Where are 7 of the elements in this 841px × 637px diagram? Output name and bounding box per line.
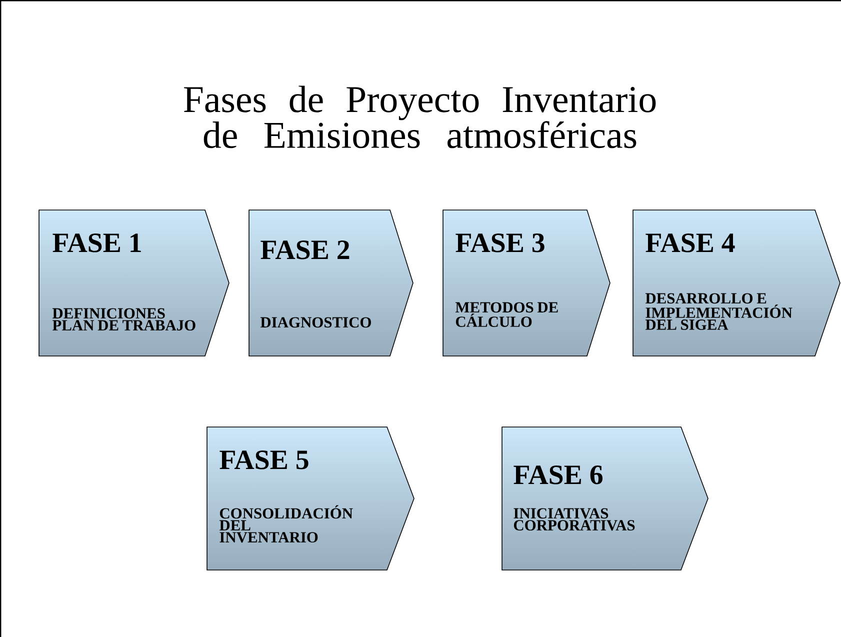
phase-box: FASE 2 DIAGNOSTICO xyxy=(248,210,414,356)
title: Fases de Proyecto Inventario de Emisiones atmosféricas xyxy=(184,86,656,148)
phase-box: FASE 1 DEFINICIONES PLAN DE TRABAJO xyxy=(38,210,230,356)
phase-box: FASE 4 DESARROLLO E IMPLEMENTACIÓN DEL SIGEA xyxy=(632,210,840,356)
phase-box: FASE 6 INICIATIVAS CORPORATIVAS xyxy=(502,426,708,570)
phase-box: FASE 3 METODOS DE CÁLCULO xyxy=(442,210,610,356)
phase-box: FASE 5 CONSOLIDACIÓN DEL INVENTARIO xyxy=(206,426,414,570)
